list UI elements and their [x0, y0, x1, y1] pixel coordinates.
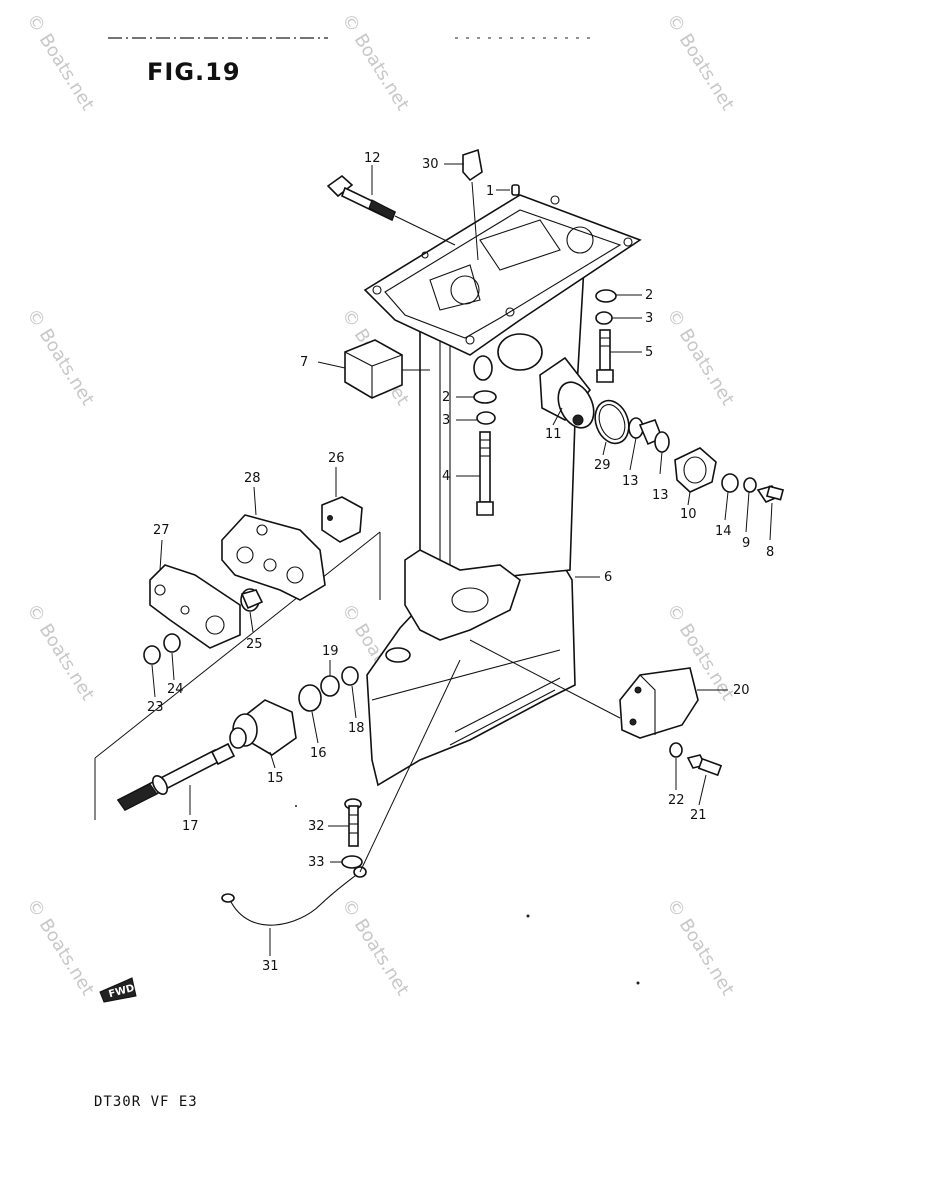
washer-part-9 [743, 477, 757, 493]
callout-8: 8 [766, 545, 774, 560]
callout-26: 26 [328, 451, 345, 466]
washer-part-2-lower [473, 390, 497, 404]
callout-18: 18 [348, 721, 365, 736]
screw-part-32 [344, 798, 362, 847]
mount-plate-part-27 [149, 564, 241, 649]
clamp-bracket-part-28 [221, 514, 326, 601]
model-code: DT30R VF E3 [94, 1094, 198, 1110]
forward-arrow-icon: FWD [99, 977, 137, 1003]
callout-32: 32 [308, 819, 325, 834]
callout-30: 30 [422, 157, 439, 172]
rubber-block-part-26 [321, 496, 363, 543]
callout-28: 28 [244, 471, 261, 486]
washer-part-19 [320, 675, 340, 697]
washer-part-22 [669, 742, 683, 758]
ground-wire-part-31 [221, 659, 461, 926]
o-ring-part-29 [594, 399, 630, 445]
bolt-part-12 [326, 174, 456, 246]
top-mounting-plate [363, 194, 642, 356]
callout-labels: 1 2 2 3 3 4 5 6 7 8 9 10 11 12 13 13 14 … [147, 151, 774, 974]
rubber-mount-part-7 [344, 339, 430, 399]
callout-25: 25 [246, 637, 263, 652]
callout-5: 5 [645, 345, 653, 360]
callout-1: 1 [486, 184, 494, 199]
washer-part-24 [163, 633, 181, 653]
callout-20: 20 [733, 683, 750, 698]
callout-15: 15 [267, 771, 284, 786]
bolt-part-4 [476, 431, 494, 516]
callout-3: 3 [645, 311, 653, 326]
callout-11: 11 [545, 427, 562, 442]
dowel-pin-part-1 [511, 184, 520, 196]
nut-part-23 [143, 645, 161, 665]
nut-part-18 [341, 666, 359, 686]
nut-part-14 [721, 473, 739, 493]
callout-12: 12 [364, 151, 381, 166]
collar-part-25 [240, 588, 264, 612]
callout-33: 33 [308, 855, 325, 870]
cover-part-20 [469, 639, 699, 739]
callout-2: 2 [442, 390, 450, 405]
callout-13: 13 [622, 474, 639, 489]
callout-23: 23 [147, 700, 164, 715]
mount-rubber-part-15 [229, 699, 297, 756]
cover-plate-part-10 [674, 447, 717, 493]
callout-22: 22 [668, 793, 685, 808]
callout-29: 29 [594, 458, 611, 473]
bolt-part-17 [116, 742, 236, 812]
callout-17: 17 [182, 819, 199, 834]
callout-4: 4 [442, 469, 450, 484]
bolt-part-8 [756, 485, 785, 503]
callout-10: 10 [680, 507, 697, 522]
washer-part-3 [595, 311, 613, 325]
figure-title: FIG.19 [147, 58, 241, 86]
callout-6: 6 [604, 570, 612, 585]
stud-part-30 [462, 148, 483, 261]
washer-part-16 [298, 684, 322, 712]
washer-part-2 [595, 289, 617, 303]
callout-9: 9 [742, 536, 750, 551]
callout-19: 19 [322, 644, 339, 659]
washer-part-13 [654, 431, 670, 453]
leader-lines [151, 163, 773, 956]
washer-part-33 [341, 855, 363, 869]
callout-7: 7 [300, 355, 308, 370]
callout-27: 27 [153, 523, 170, 538]
washer-part-3-lower [476, 411, 496, 425]
callout-2: 2 [645, 288, 653, 303]
mount-rubber-part-11 [473, 333, 595, 429]
bolt-part-5 [596, 329, 614, 383]
callout-24: 24 [167, 682, 184, 697]
callout-14: 14 [715, 524, 732, 539]
callout-21: 21 [690, 808, 707, 823]
callout-16: 16 [310, 746, 327, 761]
callout-13: 13 [652, 488, 669, 503]
callout-3: 3 [442, 413, 450, 428]
callout-31: 31 [262, 959, 279, 974]
bolt-part-21 [686, 754, 723, 777]
